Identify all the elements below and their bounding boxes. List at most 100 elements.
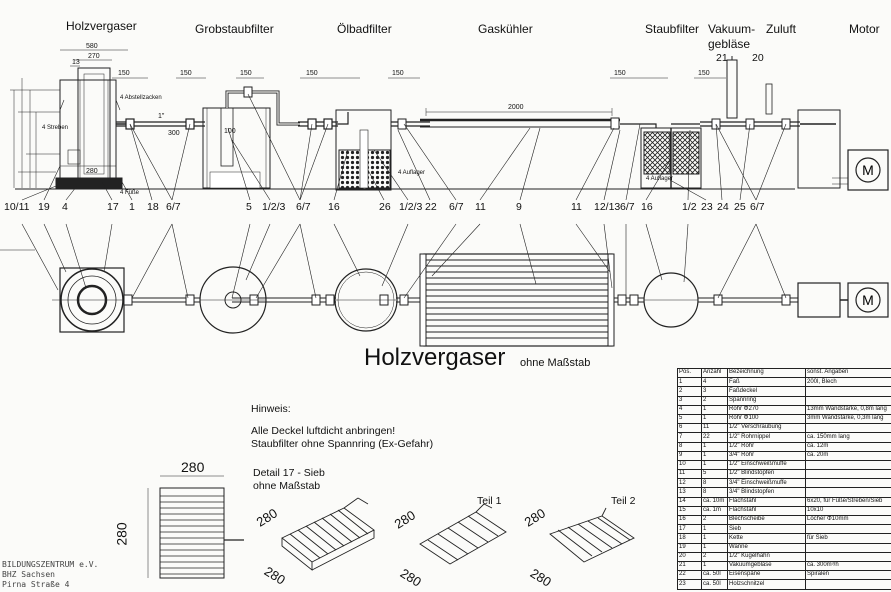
table-cell: ca. 50l [701, 579, 728, 590]
plan-fittings [123, 294, 791, 306]
dim-300: 300 [168, 130, 180, 137]
table-cell [805, 542, 891, 553]
table-cell: 2 [701, 551, 728, 562]
dim-150-e: 150 [392, 70, 404, 77]
table-cell: 1/2" Rohr [727, 441, 806, 452]
col-bezeichnung: Bezeichnung [727, 367, 806, 379]
table-cell: Kette [727, 533, 806, 544]
table-cell: 1 [701, 404, 728, 415]
callout: 11 [571, 201, 582, 213]
table-cell: Spannring [727, 395, 806, 406]
callout: 23 [701, 201, 713, 213]
table-cell [805, 551, 891, 562]
table-cell: Blechscheibe [727, 514, 806, 526]
table-cell: 4 [701, 377, 728, 388]
callout: 6/7 [449, 201, 464, 213]
table-cell: 2 [701, 395, 728, 406]
label-21: 21 [716, 52, 728, 64]
dim-150-b: 150 [180, 70, 192, 77]
motor-symbol-elevation: M [862, 162, 874, 178]
table-cell: 19 [677, 542, 702, 553]
detail-title: Detail 17 - Sieb [253, 467, 325, 479]
table-cell: 16 [677, 514, 702, 526]
table-cell: ca. 300m³/h [805, 560, 891, 572]
callout: 19 [38, 201, 50, 213]
callout: 16 [328, 201, 340, 213]
header-vakuum-2: gebläse [708, 37, 751, 51]
institution-stamp: BILDUNGSZENTRUM e.V. BHZ Sachsen Pirna S… [2, 560, 98, 590]
table-cell: Wanne [727, 542, 806, 553]
table-cell: 22 [677, 570, 702, 581]
teil-2-label: Teil 2 [611, 495, 636, 507]
note-auflager-2: 4 Auflager [646, 176, 674, 182]
table-cell [805, 487, 891, 498]
table-cell: Löcher Φ10mm [805, 514, 891, 526]
table-cell: 1 [677, 377, 702, 388]
drawing-subtitle: ohne Maßstab [520, 357, 591, 369]
header-gaskuehler: Gaskühler [478, 22, 533, 36]
table-cell: 3 [677, 395, 702, 406]
table-cell: 1/2" Verschraubung [727, 423, 806, 434]
callout: 1 [129, 201, 135, 213]
table-cell: 6x20, für Füße/Streben/Sieb [805, 496, 891, 507]
callout: 18 [147, 201, 159, 213]
table-cell: 3 [701, 386, 728, 397]
callout: 24 [717, 201, 729, 213]
header-staubfilter: Staubfilter [645, 22, 700, 36]
table-cell: für Sieb [805, 533, 891, 544]
dust-filter-plan [643, 272, 699, 328]
stamp-line: BHZ Sachsen [2, 570, 55, 579]
table-cell: 1 [701, 441, 728, 452]
table-cell: 12 [677, 478, 702, 489]
label-20: 20 [752, 52, 764, 64]
table-cell [805, 386, 891, 397]
dim-150-d: 150 [306, 70, 318, 77]
oil-bath-filter-elevation [335, 109, 430, 191]
hinweis-line-2: Staubfilter ohne Spannring (Ex-Gefahr) [251, 438, 434, 450]
table-cell [805, 395, 891, 406]
coarse-filter-plan [199, 266, 267, 334]
table-cell: 1 [701, 533, 728, 544]
table-cell: 1 [701, 542, 728, 553]
leader-lines [21, 93, 787, 201]
table-cell: 5 [677, 413, 702, 425]
table-cell: 14 [677, 496, 702, 507]
table-cell: ca. 20m [805, 450, 891, 461]
table-cell: 2 [677, 386, 702, 397]
table-cell: 13mm Wandstärke, 0,8m lang [805, 404, 891, 415]
table-cell: 200l, Blech [805, 377, 891, 388]
teil-1-label: Teil 1 [477, 495, 502, 507]
note-zoll: 1" [158, 113, 165, 120]
sieve-iso-part2 [549, 507, 635, 563]
dim-580: 580 [86, 43, 98, 50]
table-cell [805, 478, 891, 489]
callout: 16 [641, 201, 653, 213]
callout: 6/7 [296, 201, 311, 213]
table-cell: ca. 50l [701, 570, 728, 581]
header-grobstaubfilter: Grobstaubfilter [195, 22, 274, 36]
table-cell: 1 [701, 560, 728, 572]
note-fuesse: 4 Füße [120, 190, 140, 196]
callout: 6/7 [166, 201, 181, 213]
table-cell: 13 [677, 487, 702, 498]
detail-dim-width: 280 [181, 459, 205, 475]
callout: 1/2/3 [262, 201, 286, 213]
callout: 22 [425, 201, 437, 213]
table-cell: 3/4" Rohr [727, 450, 806, 461]
callout: 9 [516, 201, 522, 213]
callout: 12/13 [594, 201, 621, 213]
table-cell: ca. 12m [805, 441, 891, 452]
callout: 17 [107, 201, 119, 213]
